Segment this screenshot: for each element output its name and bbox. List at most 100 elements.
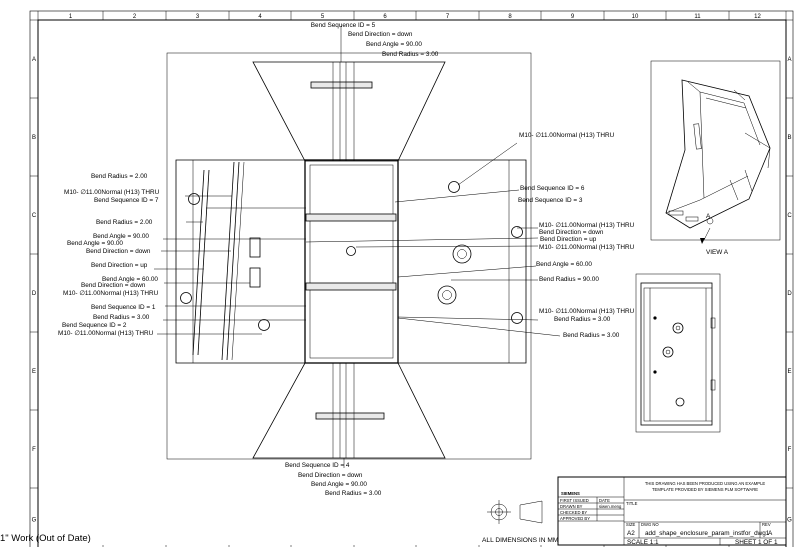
hole [511, 312, 523, 324]
annotation-label: Bend Angle = 90.00 [67, 240, 123, 247]
annotation-label: Bend Sequence ID = 4 [285, 462, 350, 469]
drawn-by-label: DRAWN BY [560, 504, 583, 509]
main-view-frame [166, 52, 532, 460]
scale: SCALE 1:1 [627, 539, 659, 546]
view-a-frame [650, 60, 781, 241]
annotation-label: Bend Radius = 2.00 [91, 173, 148, 180]
annotation-label: Bend Sequence ID = 1 [91, 304, 156, 311]
annotation-label: Bend Radius = 3.00 [554, 316, 611, 323]
left-slot-lower [249, 267, 261, 288]
date-label: DATE [599, 498, 610, 503]
zone-number: 4 [258, 14, 262, 20]
size-label: SIZE [626, 522, 636, 527]
view-a-arrow [700, 238, 705, 244]
zone-letter: G [32, 518, 37, 524]
zone-number: 3 [196, 14, 200, 20]
first-issued-label: FIRST ISSUED [560, 498, 589, 503]
zone-number: 8 [508, 14, 512, 20]
zone-number: 9 [571, 14, 575, 20]
zone-letter: A [32, 57, 36, 63]
annotation-label: M10- ∅11.00Normal (H13) THRU [539, 308, 635, 315]
annotation-label: Bend Angle = 90.00 [311, 481, 367, 488]
annotation-label: Bend Radius = 90.00 [539, 276, 599, 283]
inner-border [37, 19, 787, 547]
annotation-label: Bend Radius = 2.00 [96, 219, 153, 226]
dwg-no-label: DWG NO [641, 522, 659, 527]
zone-ticks [30, 11, 793, 547]
annotation-label: M10- ∅11.00Normal (H13) THRU [539, 244, 635, 251]
bottom-flange [252, 362, 446, 459]
annotation-label: Bend Direction = down [539, 229, 604, 236]
zone-letter: C [32, 213, 37, 219]
top-slot [310, 81, 373, 89]
annotation-label: Bend Direction = down [348, 31, 413, 38]
top-flange [252, 61, 446, 162]
annotation-label: Bend Angle = 90.00 [366, 41, 422, 48]
base-panel [304, 159, 399, 364]
view-a-label: VIEW A [706, 249, 729, 256]
zone-number: 12 [754, 14, 761, 20]
annotation-label: Bend Direction = up [540, 236, 597, 243]
zone-letter: G [787, 518, 792, 524]
drawing-number: add_shape_enclosure_param_instfor_dwg1 [645, 530, 770, 537]
sheet-number: SHEET 1 OF 1 [735, 539, 778, 546]
annotation-label: Bend Radius = 3.00 [325, 490, 382, 497]
hole [448, 181, 460, 193]
hole [346, 246, 356, 256]
revision: A [768, 530, 773, 537]
zone-number: 2 [133, 14, 137, 20]
base-slot-upper [305, 213, 397, 222]
hole [511, 226, 523, 238]
annotation-label: Bend Sequence ID = 5 [311, 22, 376, 29]
zone-number: 6 [383, 14, 387, 20]
hole [188, 193, 200, 205]
annotation-label: M10- ∅11.00Normal (H13) THRU [539, 222, 635, 229]
zone-number: 1 [69, 14, 73, 20]
left-slot-upper [249, 237, 261, 258]
disclaimer-line: TEMPLATE PROVIDED BY SIEMENS PLM SOFTWAR… [652, 487, 758, 492]
drawn-by-name: siwen.meng [599, 504, 622, 509]
zone-letter: E [787, 369, 791, 375]
zone-letter: E [32, 369, 36, 375]
outer-border [29, 10, 794, 547]
approved-by-label: APPROVED BY [560, 516, 590, 521]
zone-letter: A [787, 57, 791, 63]
hole [258, 319, 270, 331]
leader-lines [154, 26, 561, 468]
left-panel [175, 159, 306, 364]
view-a-letter: A [706, 213, 711, 220]
boss [437, 285, 457, 305]
annotation-label: Bend Angle = 60.00 [536, 261, 592, 268]
annotation-label: Bend Sequence ID = 3 [518, 197, 583, 204]
zone-letter: B [787, 135, 791, 141]
boss [452, 244, 472, 264]
iso-enclosure [665, 79, 771, 229]
annotation-label: Bend Radius = 3.00 [382, 51, 439, 58]
annotation-label: M10- ∅11.00Normal (H13) THRU [519, 132, 615, 139]
annotation-layer: Bend Sequence ID = 5 Bend Direction = dow… [58, 22, 729, 497]
annotation-label: M10- ∅11.00Normal (H13) THRU [63, 290, 159, 297]
status-bar-text: 1" Work (Out of Date) [0, 533, 91, 544]
annotation-label: Bend Sequence ID = 6 [520, 185, 585, 192]
title-label: TITLE [626, 501, 638, 506]
zone-letter: F [32, 447, 36, 453]
disclaimer-line: THIS DRAWING HAS BEEN PRODUCED USING AN … [645, 481, 766, 486]
zone-number: 10 [632, 14, 639, 20]
annotation-label: Bend Radius = 3.00 [93, 314, 150, 321]
right-panel [397, 159, 527, 364]
annotation-label: Bend Direction = down [298, 472, 363, 479]
annotation-label: M10- ∅11.00Normal (H13) THRU [58, 330, 154, 337]
annotation-label: Bend Sequence ID = 2 [62, 322, 127, 329]
annotation-label: Bend Angle = 90.00 [93, 233, 149, 240]
annotation-label: Bend Angle = 60.00 [102, 276, 158, 283]
zone-number: 7 [446, 14, 450, 20]
rev-label: REV [762, 522, 771, 527]
sheet-size: A2 [627, 530, 635, 537]
side-view [640, 282, 716, 426]
zone-letter: B [32, 135, 36, 141]
projection-symbol [487, 500, 543, 524]
annotation-label: Bend Direction = up [91, 262, 148, 269]
zone-letter: D [787, 291, 792, 297]
